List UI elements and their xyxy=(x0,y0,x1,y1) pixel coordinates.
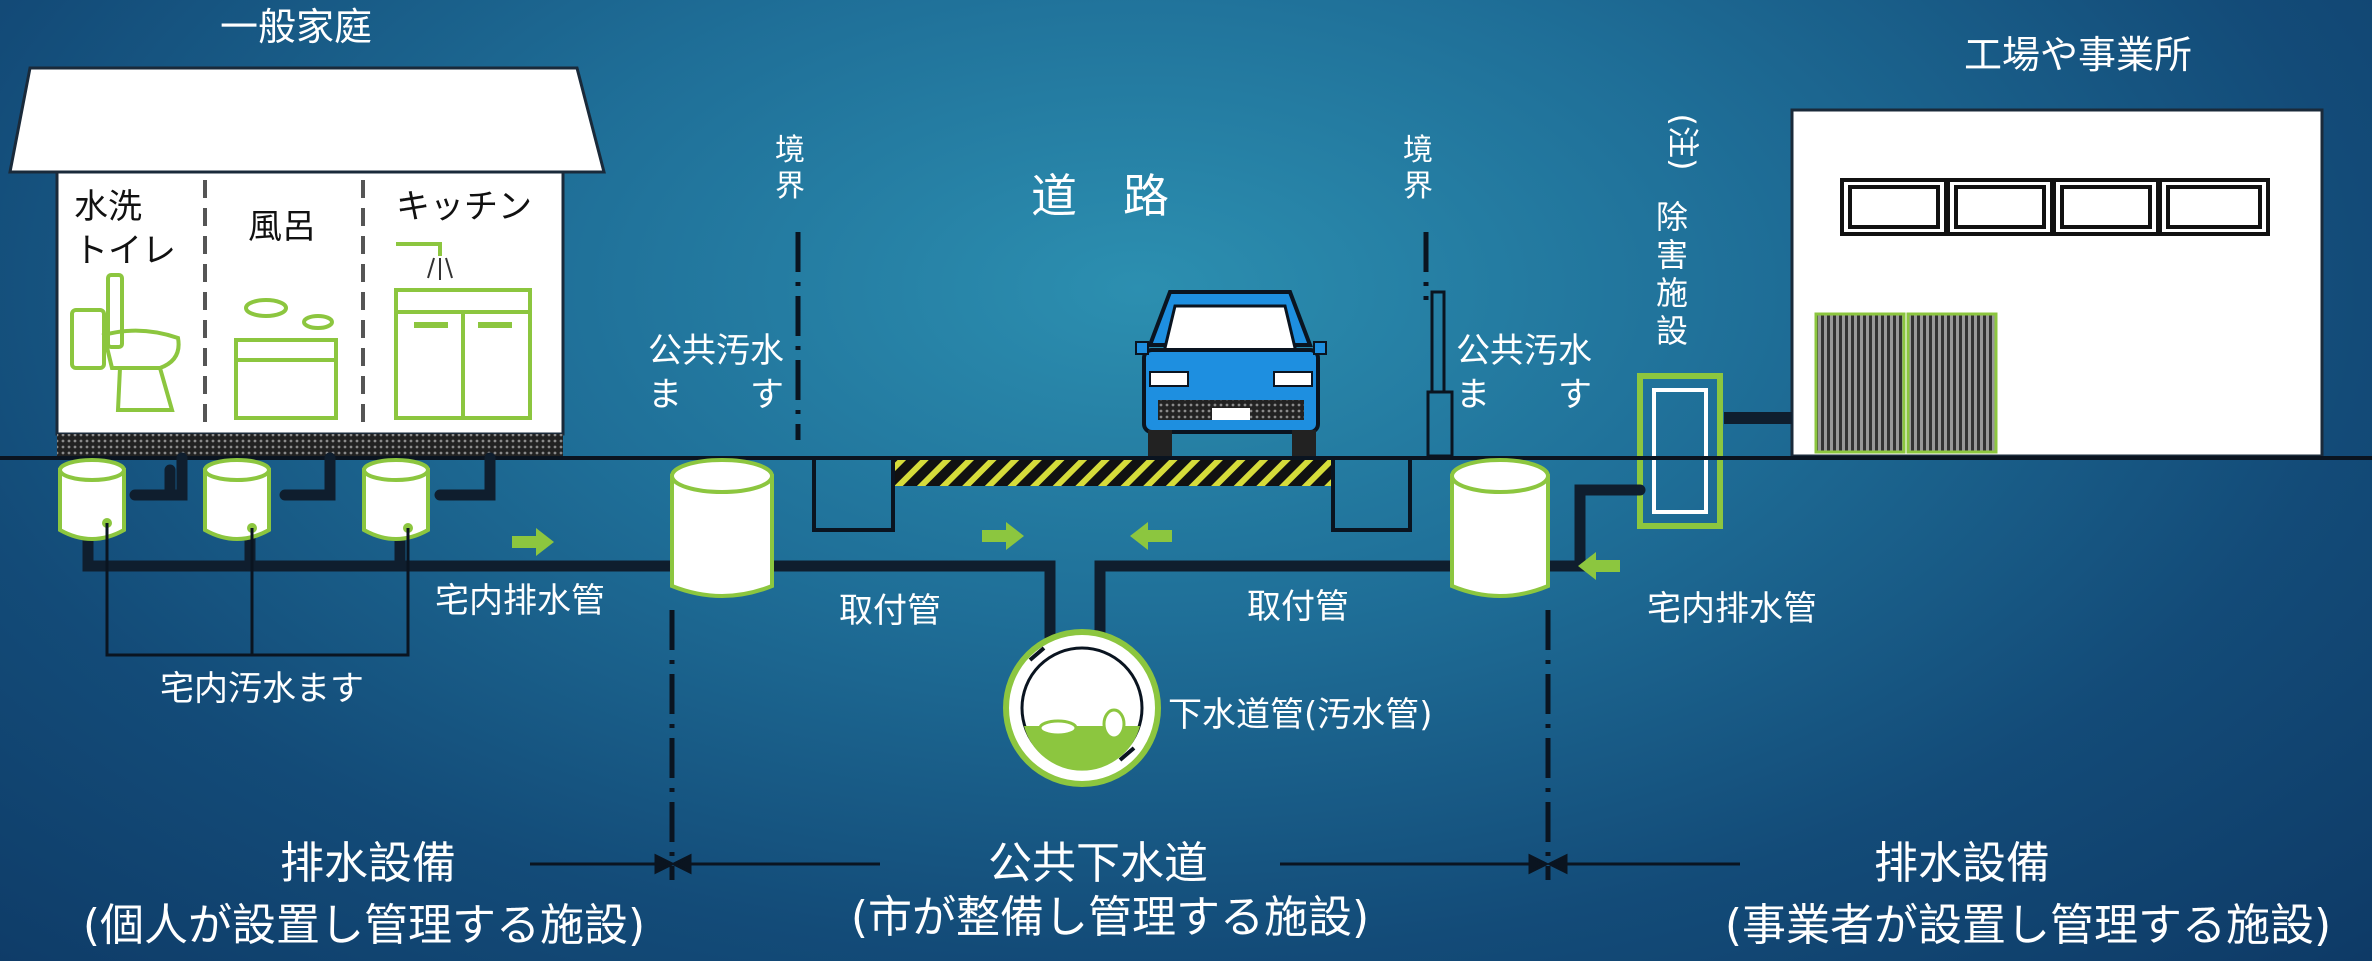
house-wall xyxy=(55,170,565,436)
boundary-lines xyxy=(669,232,1551,880)
city-note: (市が整備し管理する施設) xyxy=(851,892,1369,943)
svg-text:設: 設 xyxy=(1656,312,1688,350)
road-curb-left xyxy=(812,460,895,532)
sewer-main-label: 下水道管(汚水管) xyxy=(1168,695,1433,735)
connect-pipe-right-label: 取付管 xyxy=(1247,587,1349,627)
public-masu-right xyxy=(1450,458,1550,598)
kitchen-sink-icon xyxy=(394,242,532,420)
car-icon xyxy=(1135,290,1327,456)
kitchen-label: キッチン xyxy=(396,187,532,227)
utility-pole-icon xyxy=(1426,290,1454,458)
factory-shutters xyxy=(1814,312,1998,454)
toilet-icon xyxy=(70,273,181,412)
bathtub-icon xyxy=(234,298,338,420)
public-masu-right-label-1: 公共汚水 xyxy=(1456,331,1592,371)
house xyxy=(8,66,606,458)
house-floor xyxy=(57,434,563,458)
house-roof xyxy=(8,66,606,174)
svg-text:害: 害 xyxy=(1656,236,1688,274)
factory xyxy=(1790,108,2324,458)
road-label: 道 路 xyxy=(1031,169,1169,223)
pretreatment-label: (注) 除 害 施 設 xyxy=(1656,114,1702,350)
public-masu-right-label-2: ま す xyxy=(1456,375,1592,415)
factory-pipe-label: 宅内排水管 xyxy=(1647,589,1817,629)
pretreatment-facility xyxy=(1637,373,1792,529)
flow-arrows xyxy=(512,522,1620,580)
public-masu-left-label-1: 公共汚水 xyxy=(648,331,784,371)
road-curb-right xyxy=(1331,460,1412,532)
drain-facility-left: 排水設備 xyxy=(280,838,456,889)
factory-title: 工場や事業所 xyxy=(1964,33,2192,77)
svg-text:除: 除 xyxy=(1656,198,1688,236)
house-masu-label: 宅内汚水ます xyxy=(160,669,364,709)
drain-facility-right: 排水設備 xyxy=(1874,838,2050,889)
bath-label: 風呂 xyxy=(248,207,316,247)
faucet-icon xyxy=(427,257,453,280)
factory-windows xyxy=(1840,178,2270,236)
house-title: 一般家庭 xyxy=(220,5,372,49)
sewer-main-pipe xyxy=(1003,629,1161,787)
boundary-right-1: 境 xyxy=(1403,133,1433,168)
connection-pipe xyxy=(764,560,1462,656)
toilet-label-1: 水洗 xyxy=(74,187,142,227)
road-surface xyxy=(893,460,1333,486)
public-sewer-label: 公共下水道 xyxy=(988,838,1208,889)
boundary-left-1: 境 xyxy=(775,133,805,168)
public-masu-left-label-2: ま す xyxy=(648,375,784,415)
range-arrows xyxy=(530,853,1740,875)
house-pipe-label: 宅内排水管 xyxy=(435,581,605,621)
private-note: (個人が設置し管理する施設) xyxy=(83,900,645,951)
business-note: (事業者が設置し管理する施設) xyxy=(1725,900,2331,951)
boundary-right-2: 界 xyxy=(1403,169,1433,204)
house-masu-bracket xyxy=(105,523,410,657)
boundary-left-2: 界 xyxy=(775,169,805,204)
toilet-label-2: トイレ xyxy=(74,231,176,271)
factory-drain-pipe xyxy=(1538,484,1646,572)
svg-text:施: 施 xyxy=(1656,274,1688,312)
house-masu xyxy=(58,458,430,541)
connect-pipe-left-label: 取付管 xyxy=(839,591,941,631)
public-masu-left xyxy=(670,458,774,598)
svg-text:(注): (注) xyxy=(1664,114,1702,171)
